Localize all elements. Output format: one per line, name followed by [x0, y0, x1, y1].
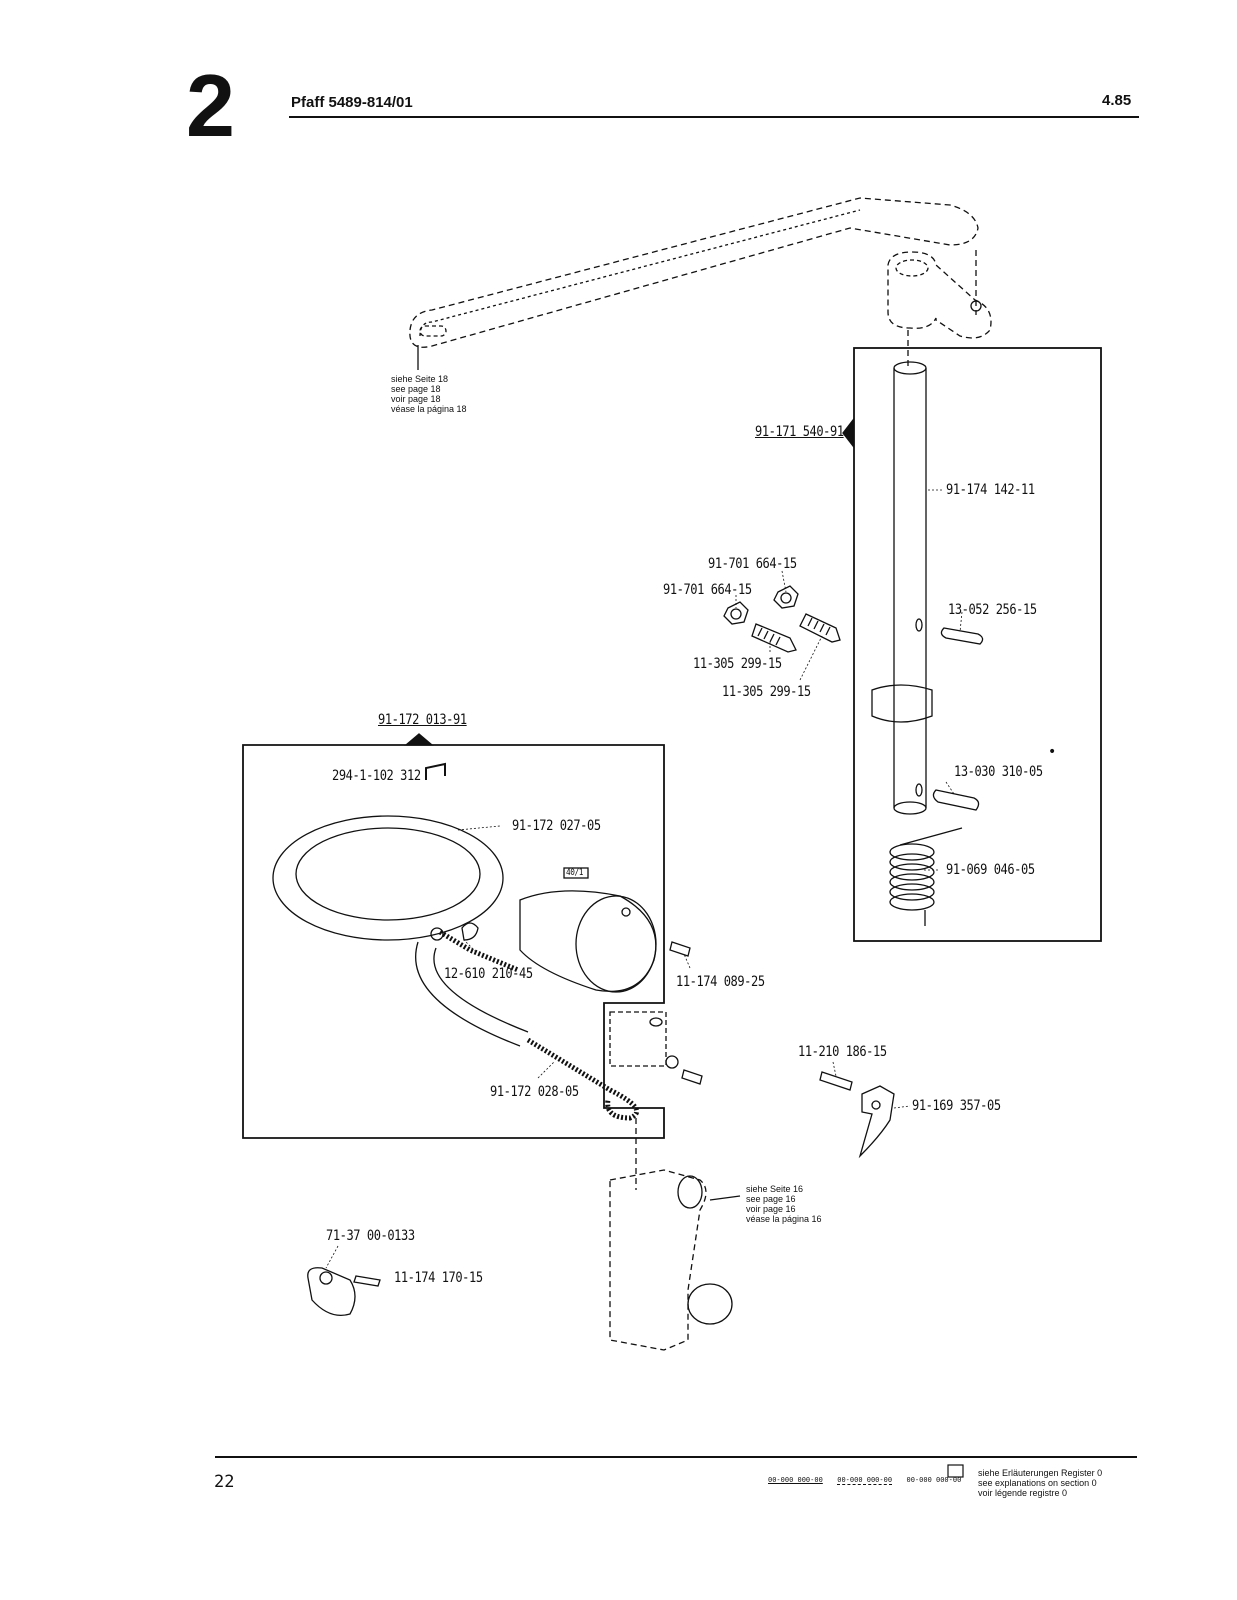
part-assembly-top: 91-171 540-91	[755, 424, 844, 440]
part-screw-a: 11-305 299-15	[693, 656, 782, 672]
part-screw-d: 11-210 186-15	[798, 1044, 887, 1060]
part-holder: 91-169 357-05	[912, 1098, 1001, 1114]
revision-date: 4.85	[1102, 92, 1132, 109]
part-screw-e: 11-174 170-15	[394, 1270, 483, 1286]
section-number: 2	[186, 56, 235, 155]
page-number: 22	[214, 1472, 235, 1492]
part-clamp: 71-37 00-0133	[326, 1228, 415, 1244]
legend-codes: 00-000 000-00 00-000 000-00 00-000 000-0…	[768, 1476, 962, 1485]
part-nut-b: 91-701 664-15	[663, 582, 752, 598]
assembly-box-left	[242, 744, 665, 1139]
part-spring: 91-069 046-05	[946, 862, 1035, 878]
part-screw-c: 11-174 089-25	[676, 974, 765, 990]
part-pin-b: 13-030 310-05	[954, 764, 1043, 780]
note-page-16: siehe Seite 16 see page 16 voir page 16 …	[746, 1184, 822, 1224]
lever-arm	[409, 197, 979, 348]
part-nut-a: 91-701 664-15	[708, 556, 797, 572]
part-clip: 12-610 210-45	[444, 966, 533, 982]
header-rule	[289, 116, 1139, 118]
legend-text: siehe Erläuterungen Register 0 see expla…	[978, 1468, 1103, 1498]
part-assembly-left: 91-172 013-91	[378, 712, 467, 728]
part-bracket-small: 294-1-102 312	[332, 768, 421, 784]
footer-rule	[215, 1456, 1137, 1458]
crank	[887, 251, 992, 339]
lamp-housing	[519, 890, 657, 992]
assembly-box-right	[853, 347, 1102, 942]
part-lamp-ref: 40/1	[566, 868, 583, 878]
part-cable: 91-172 028-05	[490, 1084, 579, 1100]
svg-text:•: •	[1048, 744, 1056, 760]
lower-bracket	[609, 1169, 707, 1351]
part-ring: 91-172 027-05	[512, 818, 601, 834]
part-screw-b: 11-305 299-15	[722, 684, 811, 700]
spring-drawing	[889, 827, 963, 926]
part-pin-a: 13-052 256-15	[948, 602, 1037, 618]
part-shaft: 91-174 142-11	[946, 482, 1035, 498]
note-page-18: siehe Seite 18 see page 18 voir page 18 …	[391, 374, 467, 414]
machine-model: Pfaff 5489-814/01	[291, 94, 413, 111]
